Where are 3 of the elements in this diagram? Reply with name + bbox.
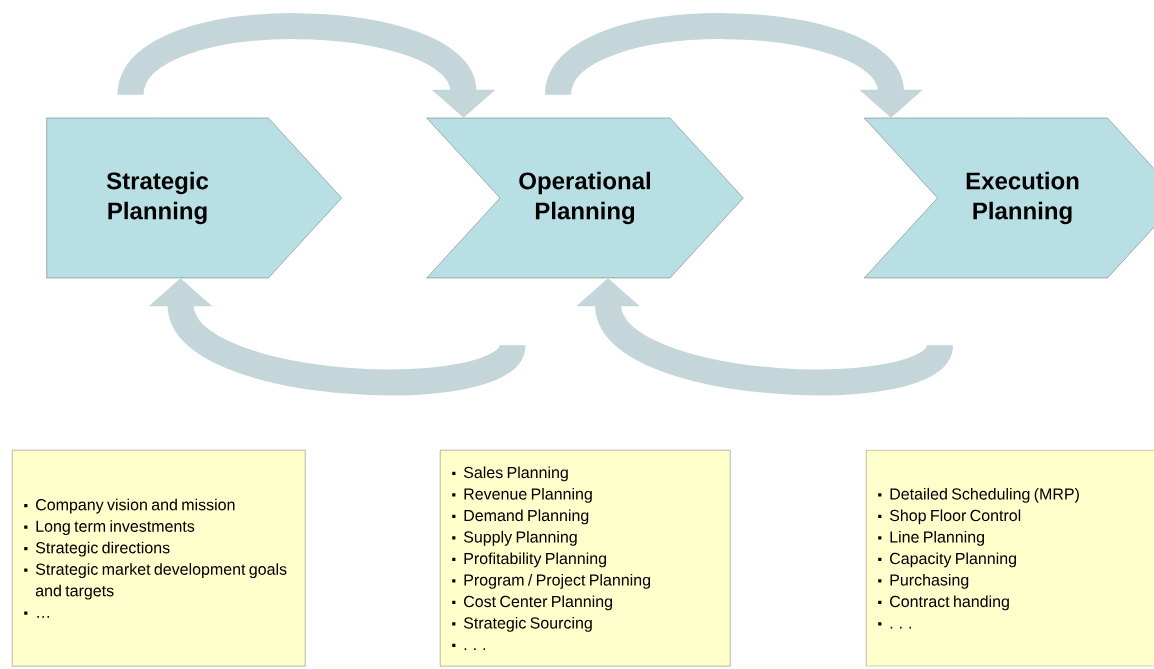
note-box: Detailed Scheduling (MRP) Shop Floor Control Line Planning Capacity Planning Purchasing Contract handing . . . xyxy=(866,450,1154,667)
note-box: Sales Planning Revenue Planning Demand Planning Supply Planning Profitability Planning Program / Project Planning Cost Center Planning Strategic Sourcing . . . xyxy=(440,450,731,667)
note-box: Company vision and mission Long term investments Strategic directions Strategic market development goals and targets … xyxy=(12,450,306,667)
